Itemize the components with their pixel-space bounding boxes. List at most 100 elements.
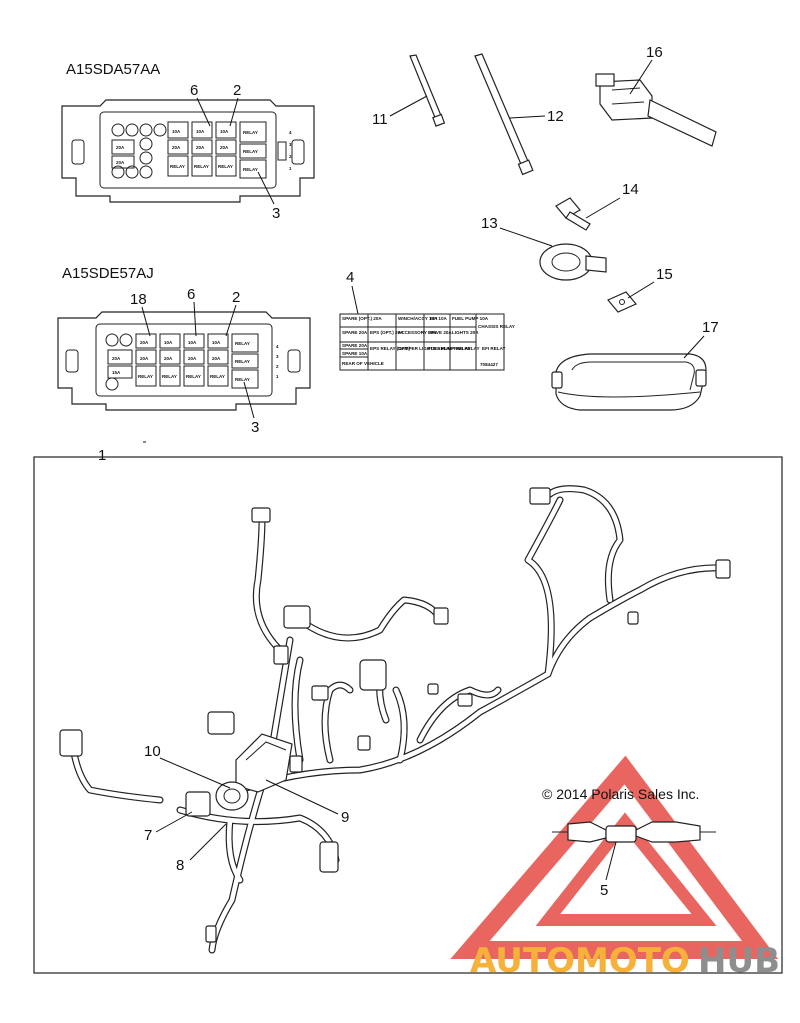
copyright-text: © 2014 Polaris Sales Inc. <box>542 786 699 802</box>
cell-text: 10A <box>212 340 221 345</box>
table-cell: FUEL PUMP RELAY <box>428 346 471 351</box>
cell-text: RELAY <box>243 167 258 172</box>
watermark-text-automoto: AUTOMOTO <box>470 941 690 981</box>
p-clamp <box>539 243 607 281</box>
side-number: 3 <box>289 142 292 147</box>
cell-text: RELAY <box>170 164 185 169</box>
inline-fuse-holder <box>552 821 716 843</box>
watermark-triangle <box>450 755 778 959</box>
watermark-text-hub: HUB <box>698 941 780 981</box>
callout-2b: 2 <box>232 289 240 306</box>
callout-2: 2 <box>233 82 241 99</box>
table-cell: SPARE 20A <box>342 330 368 335</box>
cell-text: RELAY <box>162 374 177 379</box>
cell-text: 20A <box>188 356 197 361</box>
bolt <box>555 197 591 231</box>
main-wire-harness-inner <box>69 486 725 953</box>
connector-code-top: A15SDA57AA <box>66 61 160 78</box>
table-cell: EFI 10A <box>430 316 448 321</box>
table-cell: FUEL PUMP 10A <box>452 316 489 321</box>
callout-13: 13 <box>481 215 498 232</box>
cell-text: RELAY <box>218 164 233 169</box>
cell-text: RELAY <box>235 377 250 382</box>
cell-text: 20A <box>112 356 121 361</box>
callout-6b: 6 <box>187 286 195 303</box>
cell-text: 10A <box>220 129 229 134</box>
cell-text: RELAY <box>235 341 250 346</box>
edge-clip-tie <box>595 73 717 147</box>
cell-text: RELAY <box>210 374 225 379</box>
side-number: 2 <box>289 154 292 159</box>
main-wire-harness <box>68 485 726 954</box>
cell-text: 15A <box>112 370 121 375</box>
harness-connectors <box>59 487 731 943</box>
fuse-label-sticker: SPARE (OPT.) 20A WINCH/ACCY 15A EFI 10A … <box>339 313 515 371</box>
callout-14: 14 <box>622 181 639 198</box>
callout-16: 16 <box>646 44 663 61</box>
callout-15: 15 <box>656 266 673 283</box>
table-cell: EPS RELAY (OPT.) <box>370 346 411 351</box>
cell-text: 10A <box>188 340 197 345</box>
side-number: 2 <box>276 364 279 369</box>
cell-text: RELAY <box>138 374 153 379</box>
cell-text: 20A <box>164 356 173 361</box>
table-cell: LIGHTS 20A <box>452 330 479 335</box>
table-cell: 7084427 <box>480 362 498 367</box>
cell-text: RELAY <box>194 164 209 169</box>
callout-12: 12 <box>547 108 564 125</box>
table-cell: DRIVE 20A <box>428 330 452 335</box>
callout-6: 6 <box>190 82 198 99</box>
fuse-box-bottom: 20A 10A 10A 10A RELAY 20A 20A 20A 20A 20… <box>57 311 311 411</box>
cell-text: 10A <box>172 129 181 134</box>
side-number: 1 <box>276 374 279 379</box>
fuse-box-top: 10A 10A 10A RELAY 20A 20A 20A 20A 20A RE… <box>61 99 315 203</box>
cell-text: 20A <box>140 340 149 345</box>
side-number: 3 <box>276 354 279 359</box>
cable-tie-large <box>474 53 534 176</box>
table-cell: SPARE (OPT.) 20A <box>342 316 382 321</box>
table-cell: CHASSIS RELAY <box>478 324 515 329</box>
callout-3b: 3 <box>251 419 259 436</box>
cell-text: 20A <box>116 160 125 165</box>
nut-clip <box>607 291 637 313</box>
callout-17: 17 <box>702 319 719 336</box>
cell-text: 20A <box>140 356 149 361</box>
table-cell: REAR OF VEHICLE <box>342 361 384 366</box>
side-number: 4 <box>289 130 292 135</box>
cell-text: 20A <box>196 145 205 150</box>
table-cell: FAN RELAY <box>454 346 480 351</box>
cell-text: RELAY <box>186 374 201 379</box>
callout-8: 8 <box>176 857 184 874</box>
cell-text: RELAY <box>243 130 258 135</box>
table-cell: SPARE 10A <box>342 351 368 356</box>
table-cell: EFI RELAY <box>482 346 506 351</box>
callout-11: 11 <box>372 111 388 128</box>
cell-text: 20A <box>220 145 229 150</box>
callout-4: 4 <box>346 269 354 286</box>
side-number: 4 <box>276 344 279 349</box>
callout-3: 3 <box>272 205 280 222</box>
callout-7: 7 <box>144 827 152 844</box>
callout-5: 5 <box>600 882 608 899</box>
cell-text: 20A <box>172 145 181 150</box>
callout-18: 18 <box>130 291 147 308</box>
table-cell: SPARE 20A <box>342 343 368 348</box>
callout-1: 1 <box>98 447 106 464</box>
cell-text: RELAY <box>235 359 250 364</box>
side-number: 1 <box>289 166 292 171</box>
harness-fuse-holder <box>215 733 293 811</box>
table-cell: WINCH/ACCY 15A <box>398 316 438 321</box>
watermark-logo: AUTOMOTO HUB <box>470 941 780 981</box>
cell-text: 20A <box>116 145 125 150</box>
table-cell: ACCESSORY 20A <box>398 330 437 335</box>
table-cell: DAMPER LIGHTS RELAY <box>398 346 452 351</box>
harness-frame <box>33 456 783 974</box>
cable-tie-small <box>409 54 446 127</box>
callout-9: 9 <box>341 809 349 826</box>
fuse-box-cover <box>551 353 707 411</box>
connector-code-bottom: A15SDE57AJ <box>62 265 154 282</box>
cell-text: 10A <box>164 340 173 345</box>
table-cell: EPS (OPT.) 20A <box>370 330 404 335</box>
